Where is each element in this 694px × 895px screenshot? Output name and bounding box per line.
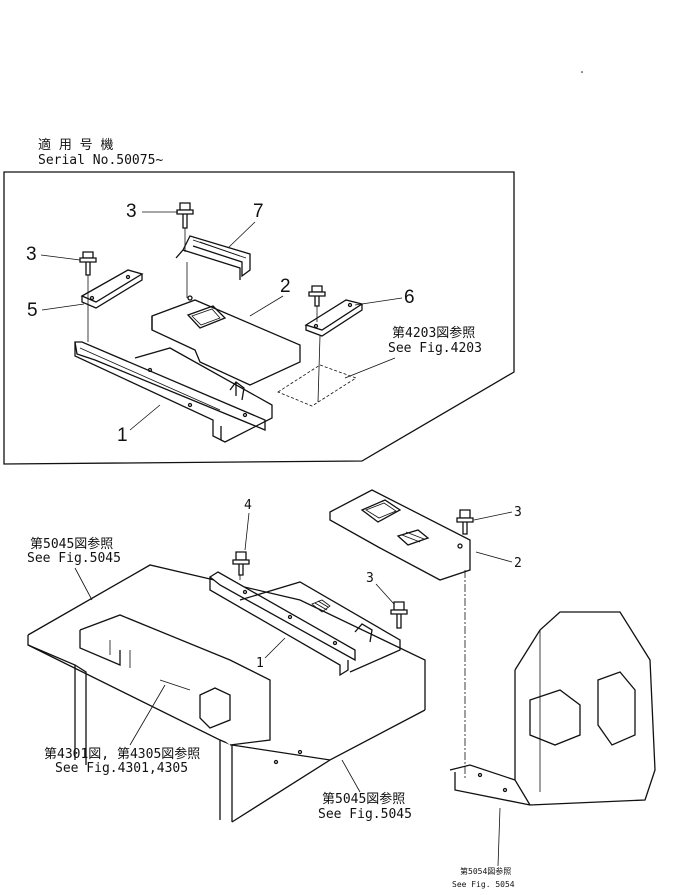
callout-6: 6 xyxy=(404,287,415,308)
part-2-cover-plate xyxy=(151,295,301,386)
leader-line xyxy=(227,221,256,249)
scan-dot xyxy=(581,71,583,73)
applicable-serial-jp: 適 用 号 機 xyxy=(38,137,113,153)
assembly-line xyxy=(317,335,321,403)
leader-line xyxy=(375,583,395,605)
leader-line xyxy=(344,357,396,379)
part-6-plate xyxy=(304,299,364,337)
callout-1: 1 xyxy=(117,425,128,446)
leader-line xyxy=(354,297,403,306)
callout-1-lower: 1 xyxy=(256,656,264,671)
machine-body-left xyxy=(27,564,426,823)
bolt-3-upper-left xyxy=(79,251,97,276)
part-5-plate xyxy=(80,269,144,309)
applicable-serial: Serial No.50075~ xyxy=(38,153,163,168)
ref-5045-left-jp: 第5045図参照 xyxy=(30,536,113,552)
leader-line xyxy=(249,295,284,317)
leader-line xyxy=(74,567,93,601)
leader-line xyxy=(244,512,250,551)
bolt-3-upper-top xyxy=(176,202,194,229)
part-1-assembled xyxy=(208,571,401,677)
ref-5054: See Fig. 5054 xyxy=(452,880,515,889)
leader-line xyxy=(41,303,85,311)
leader-line xyxy=(40,254,81,261)
callout-5: 5 xyxy=(27,300,38,321)
ref-4203: See Fig.4203 xyxy=(388,341,482,356)
callout-3-lower-mid: 3 xyxy=(366,571,374,586)
ref-4203-jp: 第4203図参照 xyxy=(392,325,475,341)
ref-5045-bottom: See Fig.5045 xyxy=(318,807,412,822)
leader-line xyxy=(129,404,161,431)
cab-body-right xyxy=(449,611,656,806)
part-2-cover-plate-lower xyxy=(329,489,471,581)
callout-7: 7 xyxy=(253,201,264,222)
ref-5045-bottom-jp: 第5045図参照 xyxy=(322,791,405,807)
part-7-bracket xyxy=(175,235,251,280)
callout-4: 4 xyxy=(244,498,252,513)
bolt-4 xyxy=(232,551,250,576)
part-1-bracket xyxy=(74,341,273,443)
callout-3-left: 3 xyxy=(26,244,37,265)
ref-5054-jp: 第5054図参照 xyxy=(460,866,511,876)
callout-2: 2 xyxy=(280,276,291,297)
upper-detail-frame xyxy=(3,171,515,465)
leader-line xyxy=(264,637,286,659)
ref-4301: See Fig.4301,4305 xyxy=(55,761,188,776)
ref-5045-left: See Fig.5045 xyxy=(27,551,121,566)
bolt-3-lower-mid xyxy=(390,601,408,629)
ref-4301-jp: 第4301図, 第4305図参照 xyxy=(44,746,200,762)
leader-line xyxy=(341,759,361,793)
bolt-3-lower-right xyxy=(456,509,474,535)
callout-3-top: 3 xyxy=(126,201,137,222)
bolt-upper-right xyxy=(308,285,326,307)
leader-line xyxy=(473,511,513,521)
callout-3-lower-right: 3 xyxy=(514,505,522,520)
leader-line xyxy=(129,684,166,746)
callout-2-lower: 2 xyxy=(514,556,522,571)
referenced-plate-4203 xyxy=(277,364,357,407)
leader-line xyxy=(475,551,513,563)
leader-line xyxy=(497,807,501,867)
